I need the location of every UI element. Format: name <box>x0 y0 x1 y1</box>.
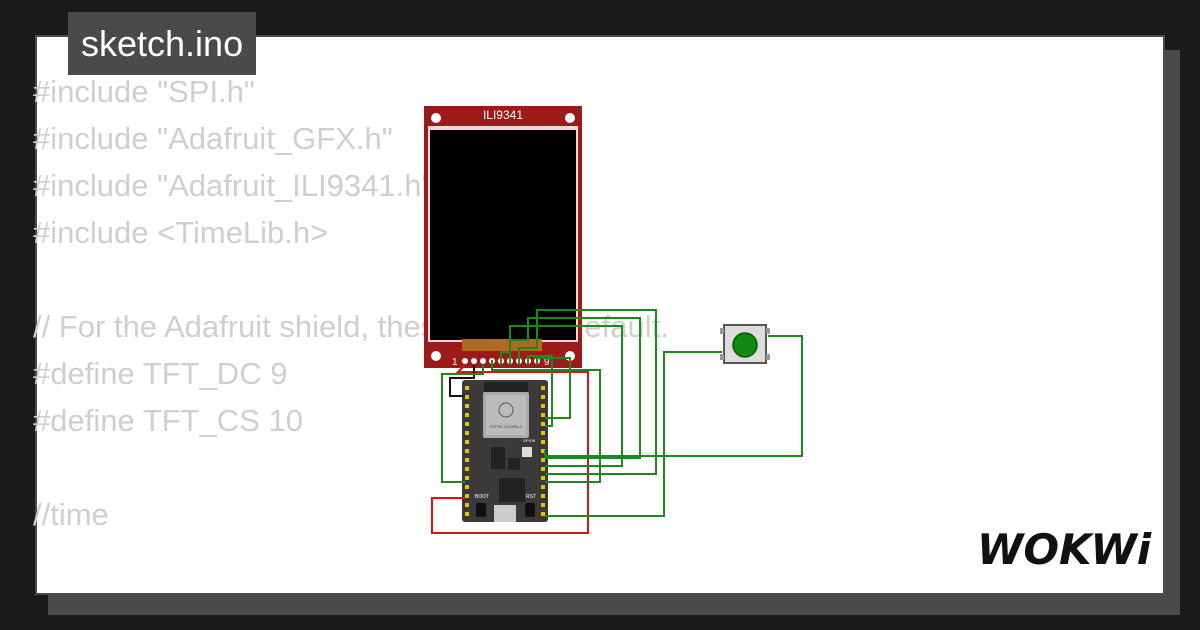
display-screen <box>430 130 576 340</box>
code-line: // For the Adafruit shield, these are th… <box>33 309 669 344</box>
power-wire <box>431 364 589 534</box>
signal-wire <box>500 325 623 467</box>
signal-wire <box>518 309 657 475</box>
svg-text:BOOT: BOOT <box>475 494 489 500</box>
wires <box>431 309 803 534</box>
code-line: #define TFT_DC 9 <box>33 356 288 391</box>
preview-card <box>35 35 1165 595</box>
code-line: #include "Adafruit_GFX.h" <box>33 121 393 156</box>
button-wire <box>545 351 722 517</box>
code-line: //time <box>33 497 109 532</box>
code-line: #include "Adafruit_ILI9341.h" <box>33 168 433 203</box>
display-label: ILI9341 <box>483 108 523 122</box>
svg-text:ESP32-C3-MINI-1: ESP32-C3-MINI-1 <box>490 424 523 429</box>
svg-text:WOKWi: WOKWi <box>977 525 1152 574</box>
signal-wire <box>509 317 641 459</box>
signal-wire <box>527 355 553 427</box>
code-line: #include "SPI.h" <box>33 74 255 109</box>
ili9341-display[interactable]: ILI9341 1 9 <box>424 106 582 368</box>
svg-text:RST: RST <box>526 494 536 500</box>
signal-wire <box>441 365 484 483</box>
svg-text:1: 1 <box>452 357 458 368</box>
button-wire <box>544 335 803 457</box>
svg-text:GPIO8: GPIO8 <box>523 438 536 443</box>
wokwi-logo: WOKWi <box>977 525 1152 574</box>
button-cap <box>732 332 758 358</box>
svg-text:9: 9 <box>544 357 550 368</box>
file-tab[interactable]: sketch.ino <box>68 12 257 75</box>
signal-wire <box>536 357 571 419</box>
pushbutton[interactable] <box>720 324 770 364</box>
esp32-c3-board[interactable]: ESP32-C3-MINI-1 GPIO8 BOOT RST <box>462 380 548 522</box>
code-line: #define TFT_CS 10 <box>33 403 303 438</box>
signal-wire <box>491 360 601 483</box>
code-preview: #include "SPI.h" #include "Adafruit_GFX.… <box>33 68 669 538</box>
code-line: #include <TimeLib.h> <box>33 215 329 250</box>
